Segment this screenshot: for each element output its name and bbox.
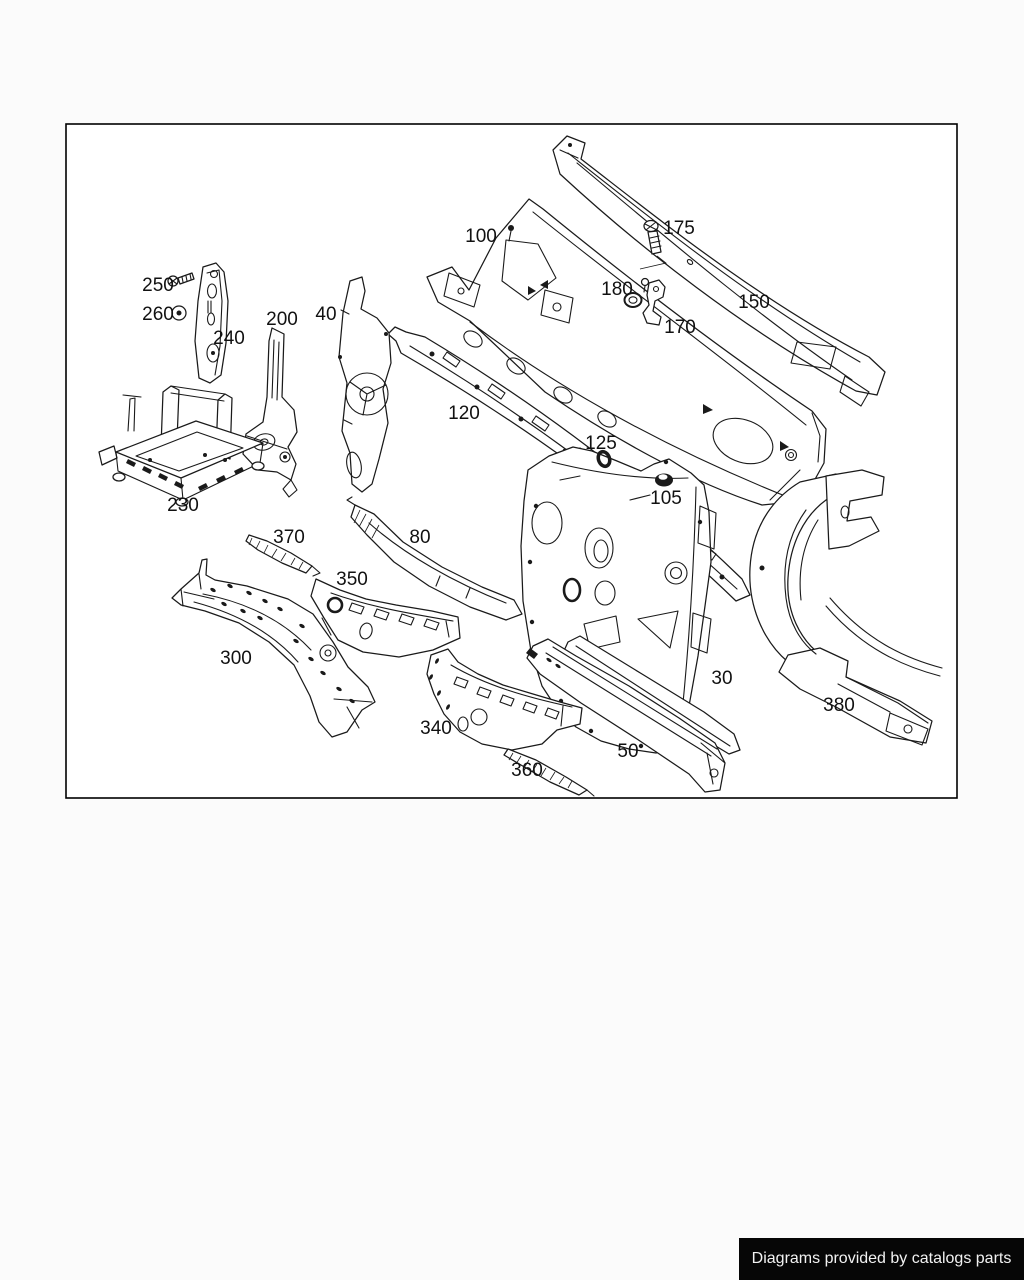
part-150-cowl-top-bar (552, 135, 886, 407)
label-125: 125 (585, 433, 617, 454)
part-260-washer (171, 305, 187, 321)
part-40-side-panel (338, 276, 392, 493)
label-50: 50 (617, 741, 638, 762)
watermark-text: Diagrams provided by catalogs parts (751, 1250, 1012, 1267)
part-180-nut (623, 277, 650, 308)
label-80: 80 (409, 527, 430, 548)
label-40: 40 (315, 304, 336, 325)
label-150: 150 (738, 292, 770, 313)
part-170-bracket (642, 279, 666, 326)
part-360-strip (503, 748, 595, 797)
part-50-lower-rail (526, 635, 741, 793)
label-380: 380 (823, 695, 855, 716)
label-170: 170 (664, 317, 696, 338)
part-370-strip (245, 534, 321, 577)
label-340: 340 (420, 718, 452, 739)
label-360: 360 (511, 760, 543, 781)
label-230: 230 (167, 495, 199, 516)
label-180: 180 (601, 279, 633, 300)
part-380-wheel-house (749, 469, 943, 746)
label-175: 175 (663, 218, 695, 239)
part-80-curved-member (346, 496, 523, 621)
label-120: 120 (448, 403, 480, 424)
part-240-bracket (194, 262, 229, 384)
label-100: 100 (465, 226, 497, 247)
label-260: 260 (142, 304, 174, 325)
part-230-battery-tray (98, 385, 265, 507)
label-300: 300 (220, 648, 252, 669)
part-105-plug (655, 473, 673, 487)
part-350-bracket (310, 578, 461, 658)
label-250: 250 (142, 275, 174, 296)
part-250-screw (167, 272, 195, 287)
label-370: 370 (273, 527, 305, 548)
part-175-bolt (639, 219, 667, 270)
label-240: 240 (213, 328, 245, 349)
label-105: 105 (650, 488, 682, 509)
part-100-cowl-panel (426, 198, 827, 506)
label-200: 200 (266, 309, 298, 330)
part-300-apron-panel (171, 558, 376, 738)
label-30: 30 (711, 668, 732, 689)
part-125-grommet (596, 449, 612, 469)
watermark-bar: Diagrams provided by catalogs parts (739, 1238, 1024, 1280)
part-340-channel (426, 648, 583, 751)
label-350: 350 (336, 569, 368, 590)
